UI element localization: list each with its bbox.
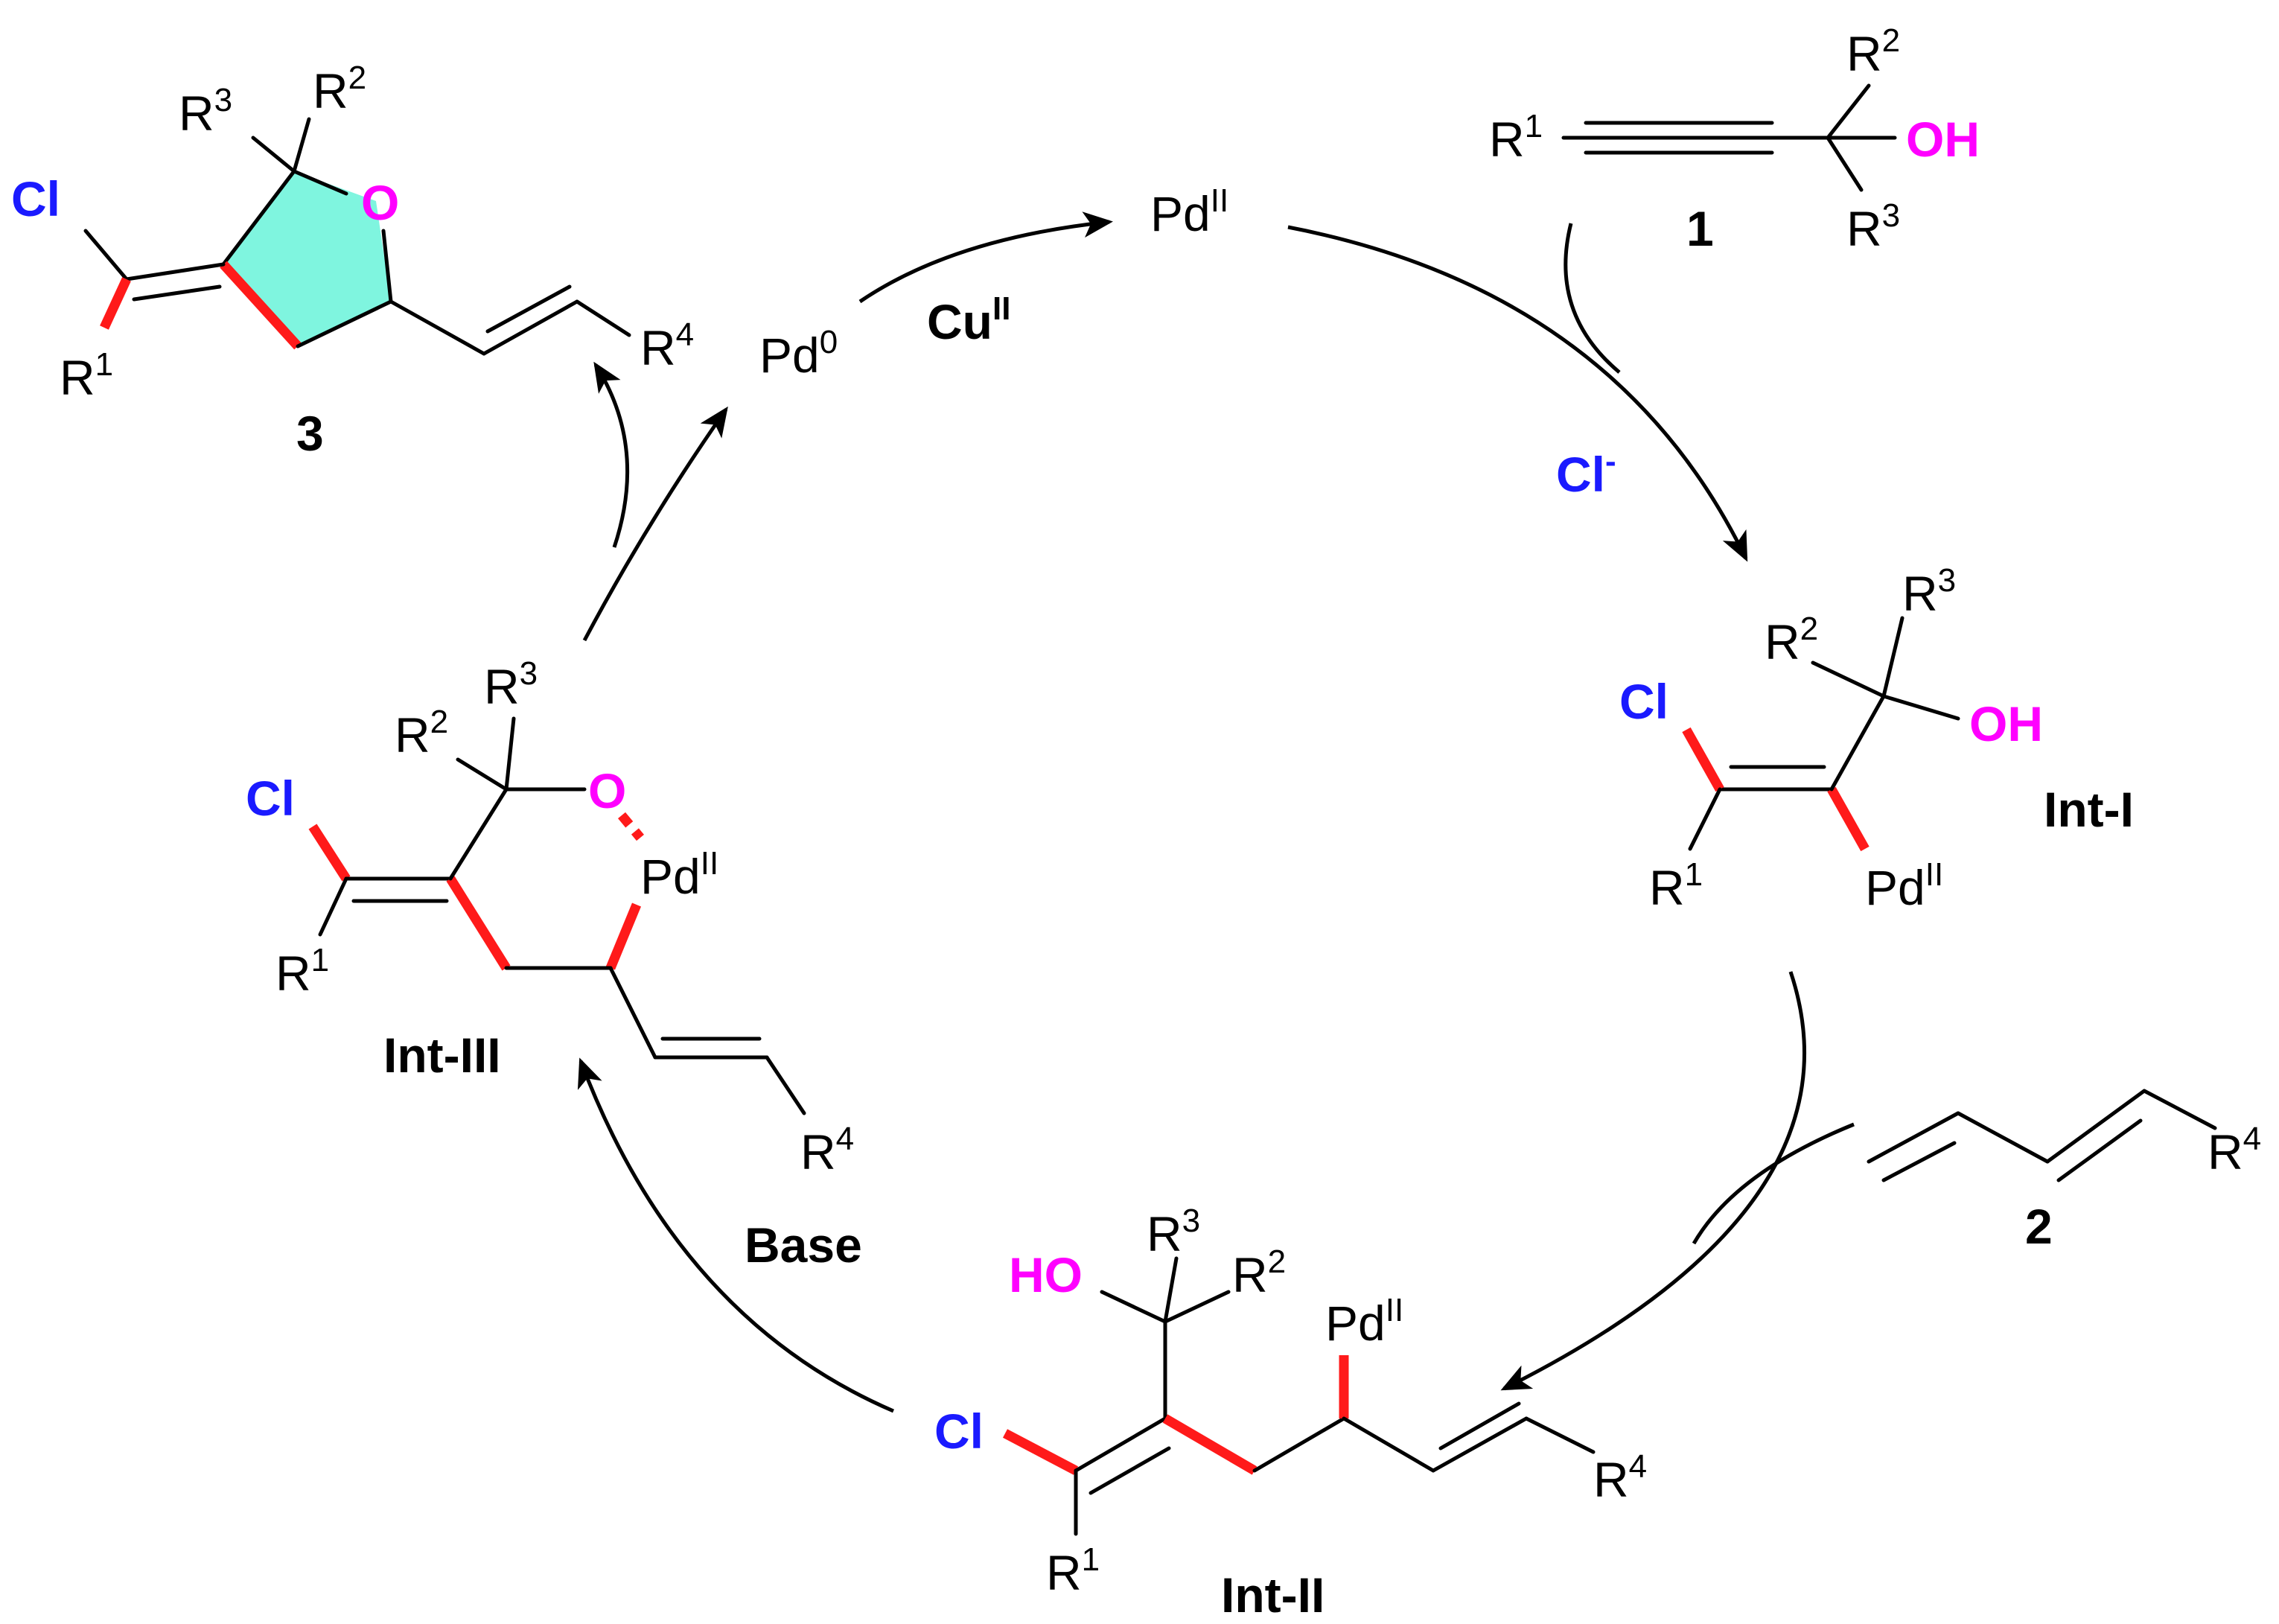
i2-r3: R3 bbox=[1147, 1203, 1200, 1261]
c1-r1: R1 bbox=[1489, 108, 1543, 167]
p3-label: 3 bbox=[296, 406, 324, 461]
cu-ii-label: CuII bbox=[927, 290, 1010, 349]
i2-r1: R1 bbox=[1046, 1541, 1100, 1600]
reactant-1: R1 R2 OH R3 1 bbox=[1489, 22, 1980, 256]
p3-r2: R2 bbox=[313, 60, 366, 118]
i2-ho: HO bbox=[1009, 1247, 1083, 1302]
i1-oh: OH bbox=[1969, 696, 2043, 751]
i3-label: Int-III bbox=[383, 1028, 501, 1083]
i1-cl: Cl bbox=[1619, 674, 1668, 729]
i3-r4: R4 bbox=[800, 1121, 854, 1179]
base-label: Base bbox=[745, 1217, 862, 1273]
p3-o: O bbox=[361, 175, 399, 230]
arrow-int3-to-product3 bbox=[593, 361, 630, 548]
i2-cl: Cl bbox=[934, 1404, 984, 1459]
reactant-2: R4 2 bbox=[1867, 1089, 2261, 1254]
chloride-label: Cl- bbox=[1556, 443, 1616, 502]
arrow-pd0-to-pdii bbox=[858, 211, 1113, 304]
arrow-int1-to-int2 bbox=[1500, 971, 1807, 1391]
i3-r3: R3 bbox=[484, 655, 538, 714]
i1-r1: R1 bbox=[1649, 856, 1703, 915]
c1-oh: OH bbox=[1906, 112, 1980, 167]
i1-label: Int-I bbox=[2044, 782, 2134, 837]
oxolane-ring-fill bbox=[223, 171, 391, 346]
i1-pd: PdII bbox=[1865, 856, 1943, 915]
intermediate-2: Cl HO R3 R2 PdII R4 R1 Int-II bbox=[934, 1203, 1647, 1623]
arrow-int3-to-pd0 bbox=[582, 406, 728, 642]
c1-label: 1 bbox=[1686, 201, 1714, 256]
c2-r4: R4 bbox=[2208, 1121, 2261, 1179]
c2-label: 2 bbox=[2025, 1199, 2053, 1254]
product-3: Cl O R1 R3 R2 R4 3 bbox=[11, 60, 694, 461]
p3-cl: Cl bbox=[11, 171, 60, 226]
i3-r2: R2 bbox=[395, 704, 448, 762]
arrow-compound2-join bbox=[1692, 1122, 1855, 1245]
i1-r2: R2 bbox=[1765, 611, 1818, 669]
i2-r4: R4 bbox=[1593, 1448, 1647, 1507]
pd0-label: Pd0 bbox=[759, 324, 838, 383]
i2-pd: PdII bbox=[1325, 1292, 1403, 1351]
i3-o: O bbox=[588, 763, 626, 818]
i1-r3: R3 bbox=[1902, 562, 1956, 621]
pd-ii-top-label: PdII bbox=[1150, 182, 1228, 241]
c1-r3: R3 bbox=[1846, 197, 1900, 256]
i2-label: Int-II bbox=[1221, 1567, 1325, 1623]
arrow-pdii-to-int1 bbox=[1287, 225, 1748, 562]
p3-r1: R1 bbox=[60, 346, 113, 405]
i3-r1: R1 bbox=[275, 942, 329, 1001]
p3-r3: R3 bbox=[179, 82, 232, 141]
intermediate-3: Cl R2 R3 O PdII R1 R4 Int-III bbox=[246, 655, 854, 1179]
i3-cl: Cl bbox=[246, 771, 295, 826]
c1-r2: R2 bbox=[1846, 22, 1900, 81]
intermediate-1: Cl R2 R3 OH R1 PdII Int-I bbox=[1619, 562, 2134, 915]
i3-pd: PdII bbox=[640, 845, 718, 904]
i2-r2: R2 bbox=[1232, 1244, 1286, 1302]
arrow-int2-to-int3 bbox=[577, 1057, 894, 1413]
p3-r4: R4 bbox=[640, 316, 694, 375]
arrow-compound1-join bbox=[1564, 223, 1621, 374]
